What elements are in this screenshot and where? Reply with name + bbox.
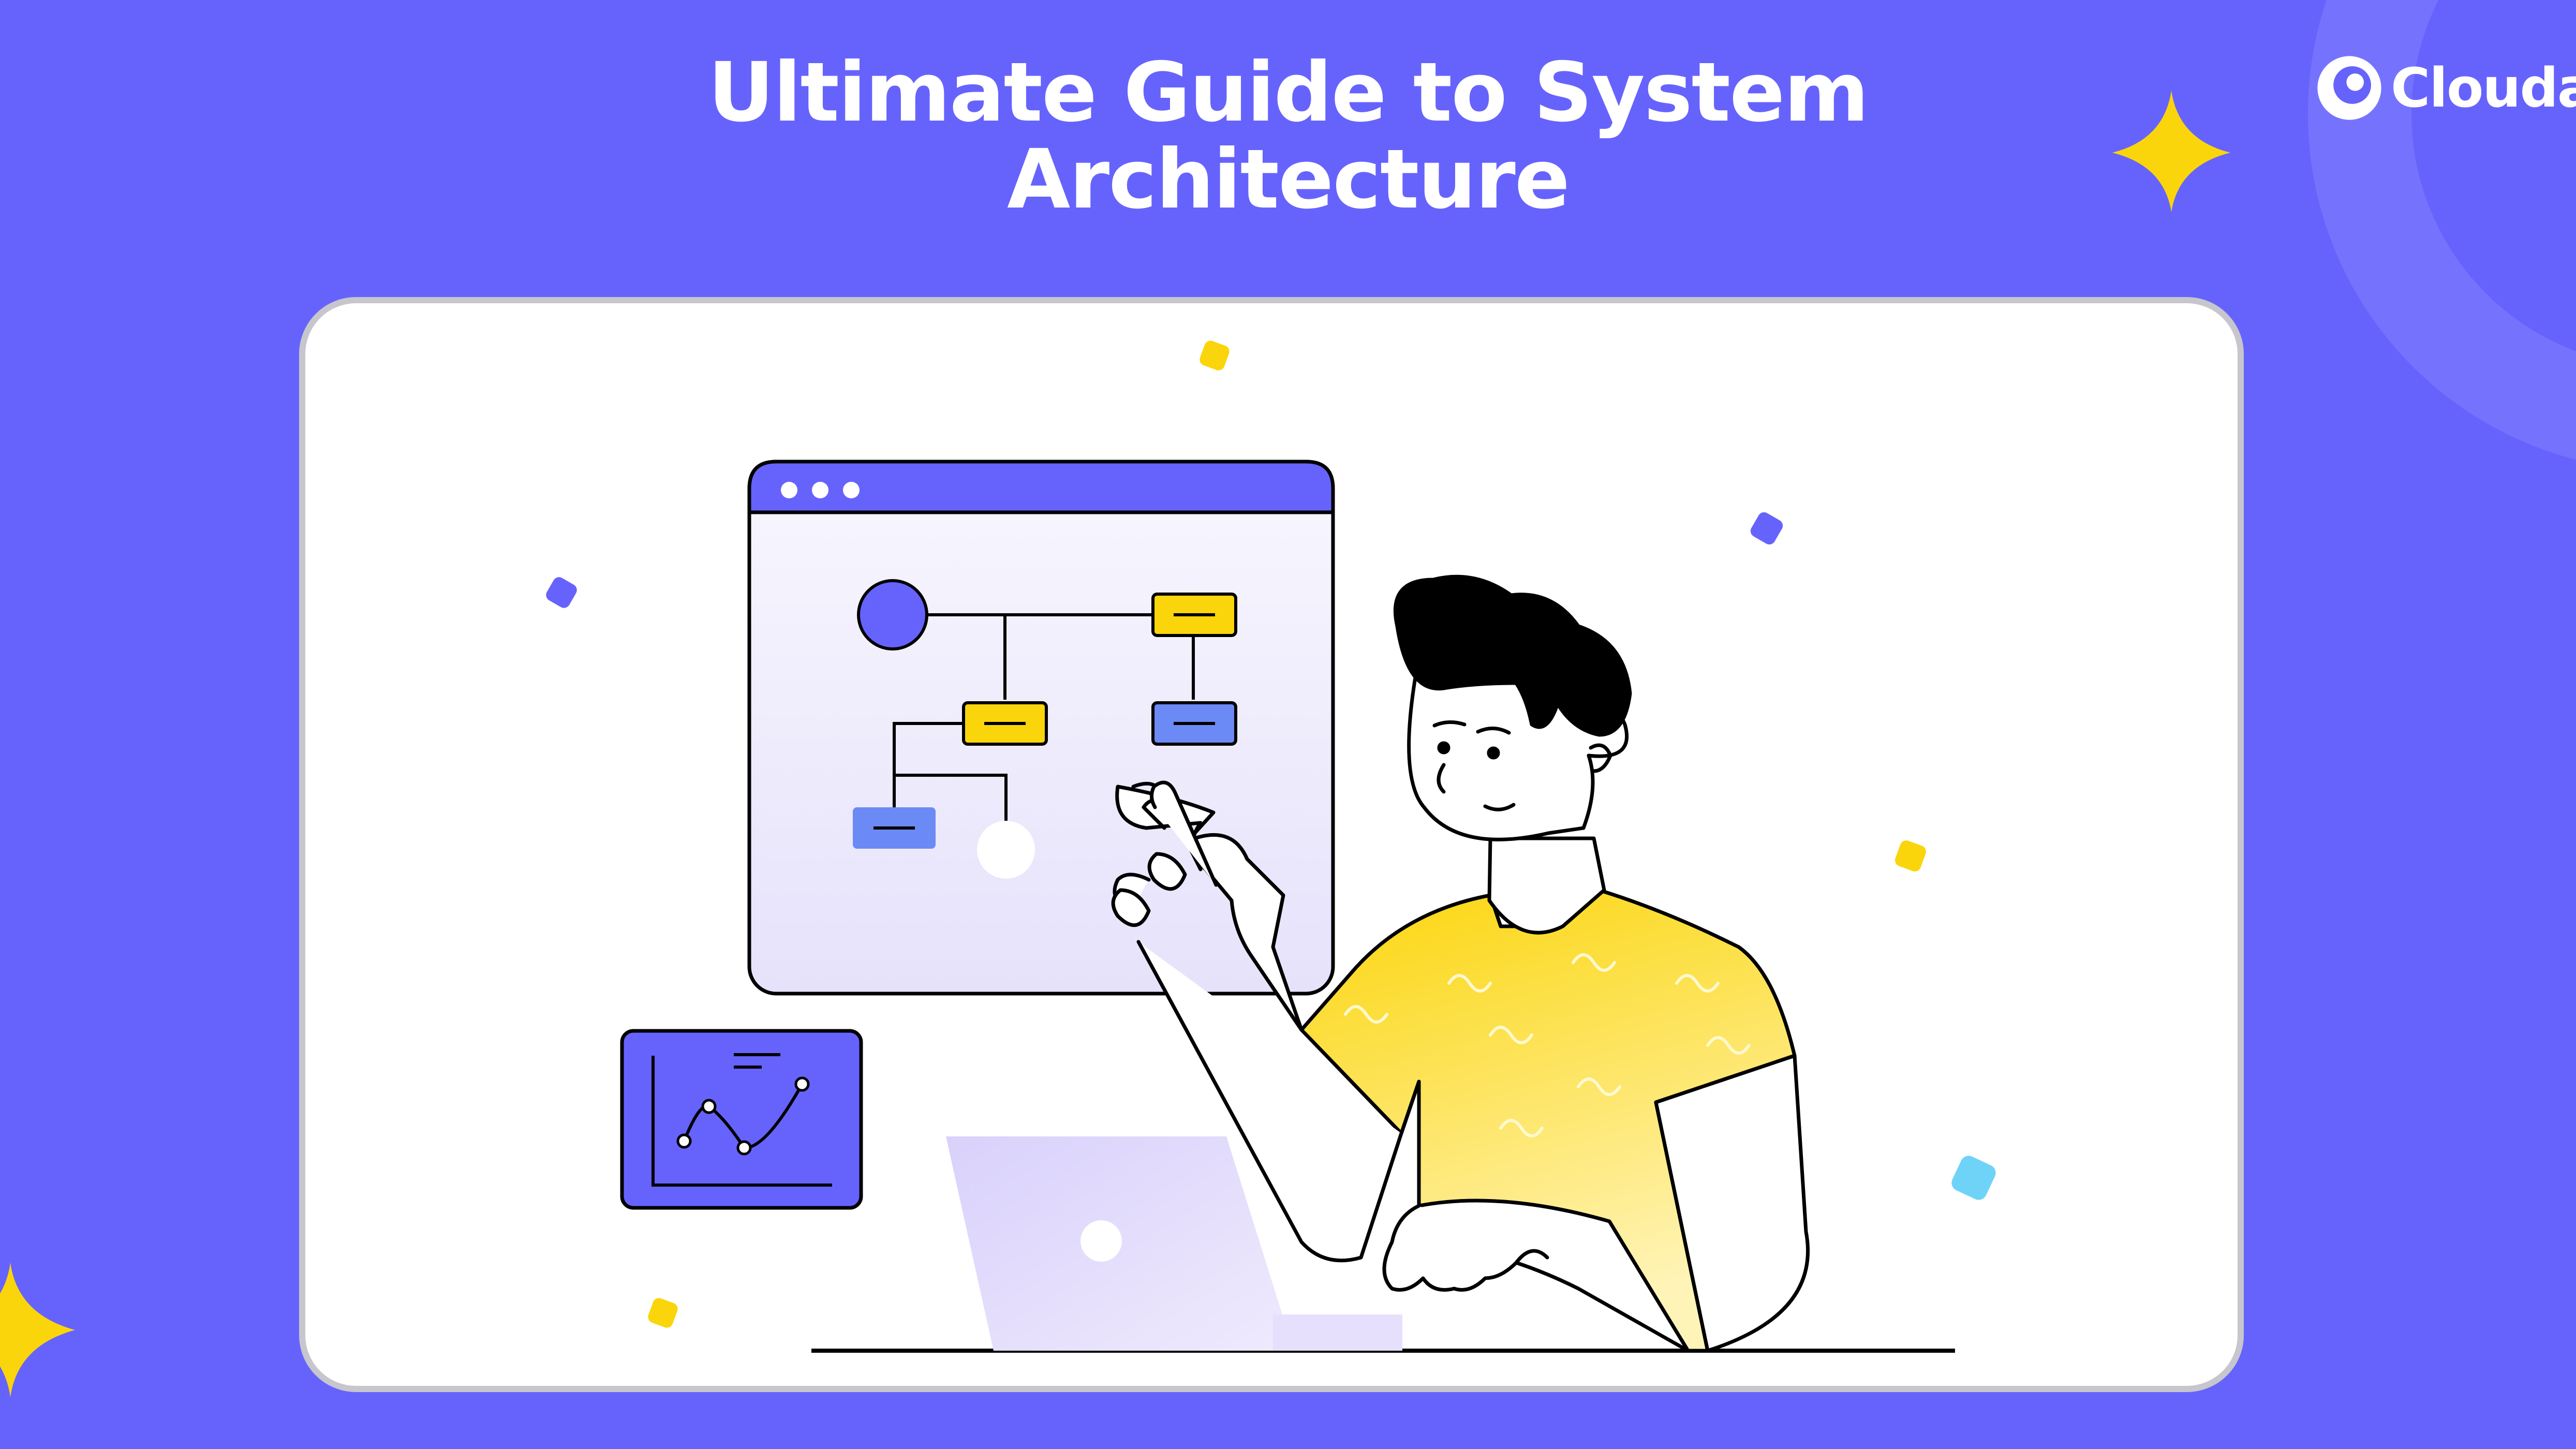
laptop-icon xyxy=(946,1136,1402,1351)
title-line-2: Architecture xyxy=(1007,132,1570,227)
cloudai-swirl-icon xyxy=(2317,56,2381,120)
brand-logo[interactable]: Cloudai xyxy=(2313,49,2576,127)
confetti-icon xyxy=(1750,512,1783,545)
confetti-icon xyxy=(648,1298,678,1328)
sparkle-icon xyxy=(2112,91,2230,212)
title-line-1: Ultimate Guide to System xyxy=(708,45,1869,140)
flowchart-icon xyxy=(853,579,1237,879)
line-chart-icon xyxy=(620,1029,863,1210)
confetti-icon xyxy=(1951,1156,1996,1200)
sparkle-icon xyxy=(0,1263,75,1397)
brand-name: Cloudai xyxy=(2391,56,2576,120)
confetti-icon xyxy=(546,577,577,608)
page-title: Ultimate Guide to System Architecture xyxy=(0,49,2576,223)
person-illustration xyxy=(1111,574,1810,1353)
confetti-icon xyxy=(1200,341,1230,371)
confetti-icon xyxy=(1895,840,1926,871)
